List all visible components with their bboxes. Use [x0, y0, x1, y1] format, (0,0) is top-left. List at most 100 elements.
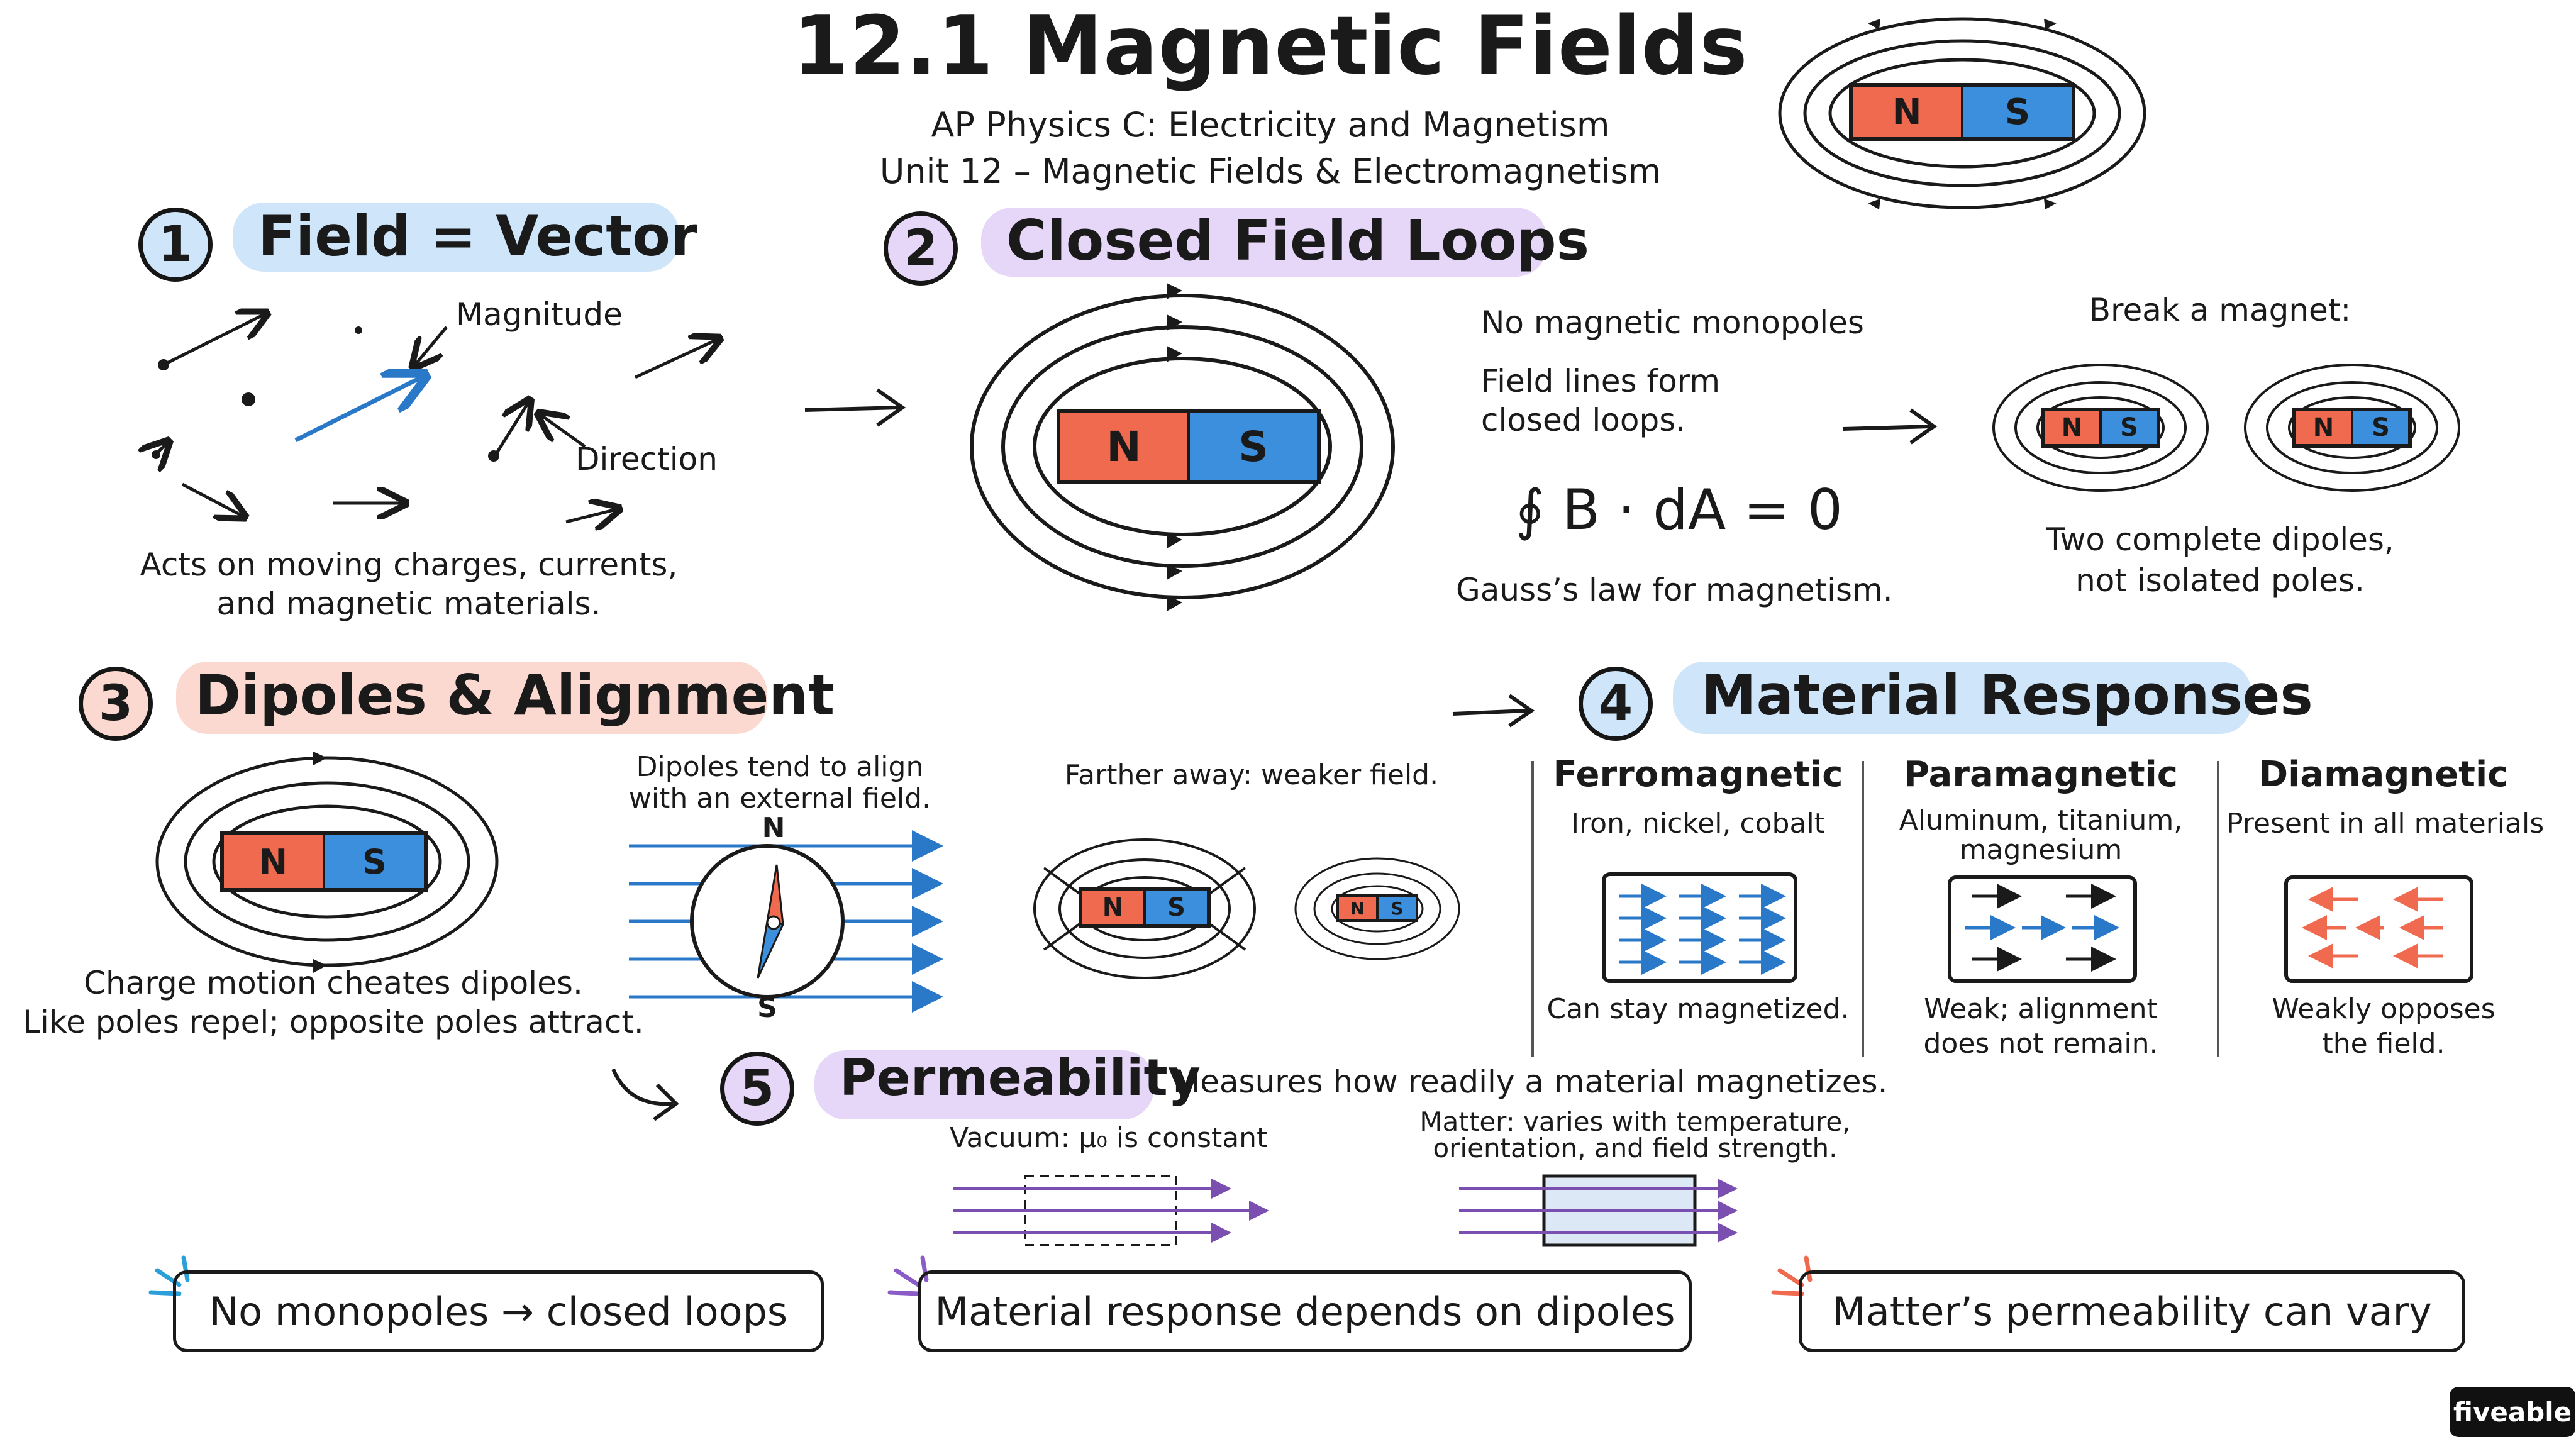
closed-loops-text-line1: Field lines form — [1481, 363, 1721, 399]
north-pole: N — [1060, 413, 1190, 480]
vector-field-diagram — [138, 296, 742, 547]
strong-dipole-magnet: N S — [1079, 887, 1211, 928]
section2-highlight — [981, 208, 1547, 277]
header-field-lines — [1778, 17, 2146, 209]
section4-divider-left — [1531, 761, 1534, 1057]
ferromagnetic-diagram — [1602, 872, 1797, 983]
section1-caption-line1: Acts on moving charges, currents, — [140, 547, 678, 583]
takeaway-text-3: Matter’s permeability can vary — [1832, 1288, 2432, 1335]
north-pole: N — [1082, 891, 1146, 924]
section2-badge: 2 — [884, 211, 958, 286]
ferromagnetic-title: Ferromagnetic — [1553, 754, 1843, 795]
section3-to-4-arrow — [1452, 694, 1535, 728]
section3-bar-magnet: N S — [220, 831, 428, 892]
matter-diagram — [1459, 1174, 1738, 1247]
section3-to-5-arrow — [611, 1068, 679, 1121]
section2-break-arrow — [1842, 408, 1938, 445]
gauss-law-caption: Gauss’s law for magnetism. — [1456, 572, 1893, 608]
broken-magnet-left: N S — [2041, 408, 2160, 448]
matter-label-line1: Matter: varies with temperature, — [1419, 1106, 1851, 1137]
direction-label: Direction — [575, 441, 718, 477]
broken-magnet-right: N S — [2292, 408, 2412, 448]
gauss-law-equation: ∮ B · dA = 0 — [1516, 477, 1843, 542]
paramagnetic-title: Paramagnetic — [1904, 754, 2178, 795]
paramagnetic-note-line1: Weak; alignment — [1924, 993, 2158, 1025]
course-subtitle: AP Physics C: Electricity and Magnetism — [931, 105, 1610, 145]
north-pole: N — [1339, 897, 1379, 919]
takeaway-box-2: Material response depends on dipoles — [918, 1270, 1692, 1352]
magnitude-label: Magnitude — [456, 296, 623, 333]
south-pole: S — [325, 835, 424, 888]
permeability-description: Measures how readily a material magnetiz… — [1173, 1063, 1888, 1100]
paramagnetic-examples-line2: magnesium — [1959, 834, 2123, 866]
section4-heading: Material Responses — [1701, 663, 2313, 728]
weak-dipole-magnet: N S — [1336, 894, 1418, 922]
north-pole: N — [2045, 411, 2102, 444]
section1-caption-line2: and magnetic materials. — [216, 586, 601, 622]
diamagnetic-examples: Present in all materials — [2226, 808, 2545, 840]
no-monopoles-text: No magnetic monopoles — [1481, 304, 1864, 341]
south-pole: S — [1963, 87, 2072, 137]
section2-heading: Closed Field Loops — [1006, 208, 1590, 273]
takeaway-box-3: Matter’s permeability can vary — [1799, 1270, 2465, 1352]
broken-magnet-right-field — [2244, 364, 2460, 492]
compass-n-label: N — [762, 812, 786, 844]
south-pole: S — [1146, 891, 1207, 924]
align-text-line1: Dipoles tend to align — [636, 751, 924, 783]
section4-divider-mid — [1862, 761, 1864, 1057]
section4-badge: 4 — [1579, 667, 1653, 741]
closed-loops-field-lines — [970, 283, 1395, 611]
south-pole: S — [2102, 411, 2157, 444]
diamagnetic-note-line1: Weakly opposes — [2272, 993, 2496, 1025]
north-pole: N — [1853, 87, 1963, 137]
section3-heading: Dipoles & Alignment — [195, 663, 835, 728]
compass-field-diagram — [629, 830, 943, 1013]
page-title: 12.1 Magnetic Fields — [792, 0, 1748, 93]
matter-label-line2: orientation, and field strength. — [1433, 1133, 1838, 1163]
section5-badge: 5 — [720, 1052, 794, 1126]
fiveable-logo: fiveable — [2450, 1387, 2575, 1437]
break-caption-line2: not isolated poles. — [2075, 562, 2365, 599]
south-pole: S — [1379, 897, 1416, 919]
section3-badge: 3 — [79, 667, 153, 741]
section1-badge: 1 — [138, 208, 213, 282]
section3-highlight — [176, 662, 767, 734]
section4-highlight — [1673, 662, 2251, 734]
diamagnetic-diagram — [2284, 875, 2473, 983]
unit-subtitle: Unit 12 – Magnetic Fields & Electromagne… — [879, 152, 1662, 191]
paramagnetic-note-line2: does not remain. — [1923, 1028, 2158, 1060]
broken-magnet-left-field — [1992, 364, 2209, 492]
section4-divider-right — [2217, 761, 2219, 1057]
vacuum-diagram — [953, 1175, 1269, 1246]
paramagnetic-diagram — [1948, 875, 2137, 983]
closed-loops-bar-magnet: N S — [1057, 409, 1321, 484]
takeaway-box-1: No monopoles → closed loops — [173, 1270, 824, 1352]
south-pole: S — [1190, 413, 1317, 480]
closed-loops-text-line2: closed loops. — [1481, 402, 1686, 438]
section1-to-2-arrow — [804, 388, 906, 427]
north-pole: N — [2296, 411, 2353, 444]
takeaway-text-2: Material response depends on dipoles — [935, 1288, 1675, 1335]
diamagnetic-title: Diamagnetic — [2258, 754, 2509, 795]
break-caption-line1: Two complete dipoles, — [2046, 521, 2394, 558]
south-pole: S — [2353, 411, 2408, 444]
takeaway-text-1: No monopoles → closed loops — [209, 1288, 788, 1335]
section5-heading: Permeability — [840, 1048, 1201, 1107]
header-bar-magnet: N S — [1849, 83, 2075, 141]
ferromagnetic-examples: Iron, nickel, cobalt — [1571, 808, 1825, 840]
vacuum-label: Vacuum: μ₀ is constant — [950, 1122, 1268, 1154]
align-text-line2: with an external field. — [628, 782, 931, 814]
section3-field-lines — [155, 752, 499, 973]
break-magnet-label: Break a magnet: — [2089, 292, 2351, 328]
north-pole: N — [224, 835, 325, 888]
section1-heading: Field = Vector — [258, 204, 698, 269]
weak-dipole-field — [1294, 857, 1460, 960]
section3-caption-line1: Charge motion cheates dipoles. — [84, 965, 583, 1001]
section5-highlight — [814, 1050, 1154, 1119]
ferromagnetic-note: Can stay magnetized. — [1546, 993, 1850, 1025]
section3-caption-line2: Like poles repel; opposite poles attract… — [23, 1004, 644, 1040]
farther-weaker-text: Farther away: weaker field. — [1064, 759, 1439, 791]
paramagnetic-examples-line1: Aluminum, titanium, — [1899, 804, 2183, 836]
diamagnetic-note-line2: the field. — [2322, 1028, 2445, 1060]
compass-s-label: S — [757, 992, 777, 1024]
